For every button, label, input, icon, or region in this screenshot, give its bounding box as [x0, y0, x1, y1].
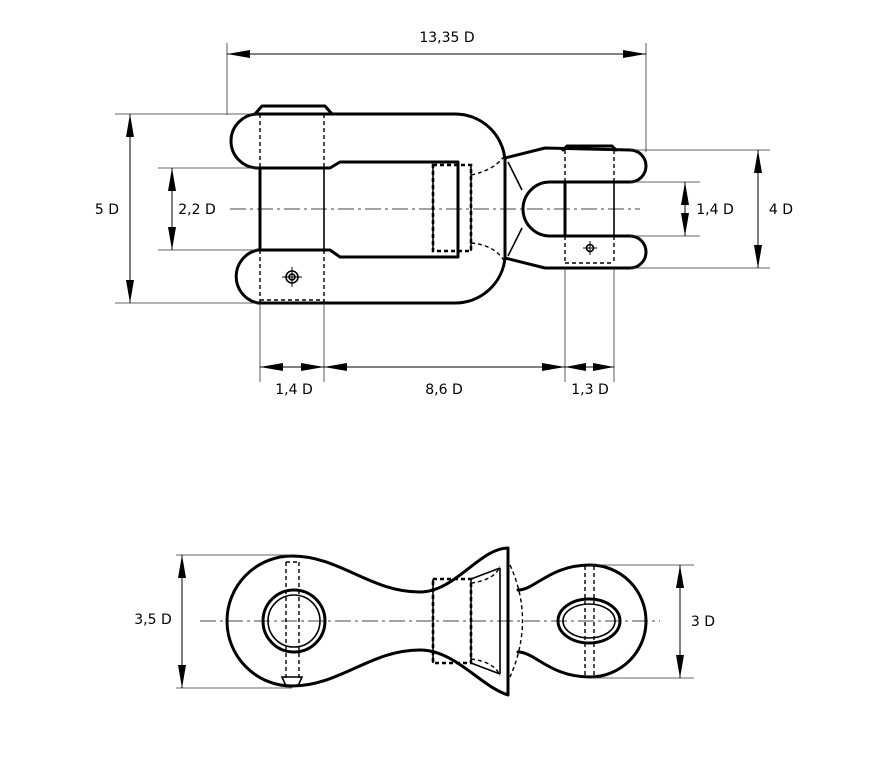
side-body-outline [225, 546, 510, 697]
center-span-label: 8,6 D [425, 382, 463, 398]
right-eye-inner [562, 603, 616, 639]
overall-length-label: 13,35 D [419, 30, 474, 46]
side-view [200, 546, 660, 697]
pin-width-left-label: 1,4 D [275, 382, 313, 398]
right-eye-outer [556, 597, 622, 645]
side-dimensions: 3,5 D 3 D [134, 554, 715, 689]
pin-head-cap [253, 104, 334, 116]
bottom-height-left-label: 3,5 D [134, 612, 172, 628]
side-small-head-outline [516, 563, 648, 679]
small-grease-nipple-icon [583, 241, 597, 255]
outer-height-label: 5 D [95, 202, 119, 218]
left-eye-outer [261, 588, 327, 654]
swivel-collar [431, 163, 473, 253]
inner-gap-label: 2,2 D [178, 202, 216, 218]
pin-width-right-label: 1,3 D [571, 382, 609, 398]
left-eye-inner [267, 594, 321, 648]
small-shackle-outline [503, 146, 648, 270]
top-view [229, 104, 648, 305]
top-dimensions: 13,35 D 5 D 2,2 D 1,4 D 4 D [95, 30, 793, 398]
grease-nipple-icon [282, 267, 302, 287]
small-inner-gap-label: 1,4 D [696, 202, 734, 218]
large-shackle-outline [229, 112, 507, 305]
small-outer-height-label: 4 D [769, 202, 793, 218]
bottom-height-right-label: 3 D [691, 614, 715, 630]
